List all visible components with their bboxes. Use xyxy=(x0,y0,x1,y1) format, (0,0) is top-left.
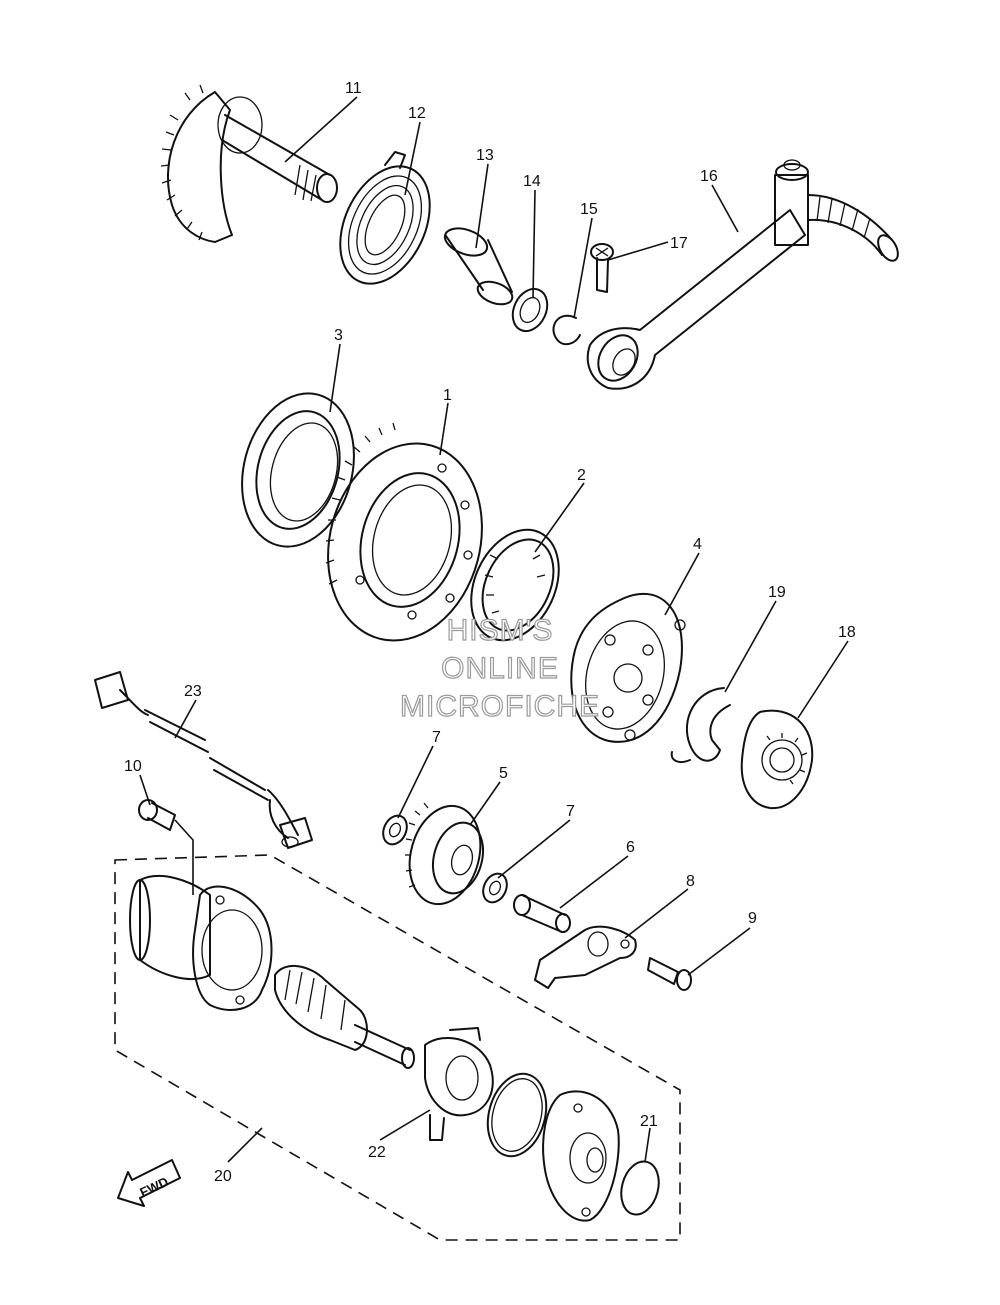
callout-4: 4 xyxy=(693,536,702,553)
callout-21: 21 xyxy=(640,1113,658,1130)
callout-6: 6 xyxy=(626,839,635,856)
screw-part-10 xyxy=(138,799,176,831)
fwd-label: FWD xyxy=(137,1174,170,1200)
callout-20: 20 xyxy=(214,1168,232,1185)
callout-3: 3 xyxy=(334,327,343,344)
callout-7-lower: 7 xyxy=(566,803,575,820)
circlip-part-19 xyxy=(670,687,731,763)
callout-8: 8 xyxy=(686,873,695,890)
circlip-part-15 xyxy=(552,314,581,346)
forward-arrow: FWD xyxy=(117,1159,181,1207)
washer-part-7-upper xyxy=(382,814,408,846)
callout-22: 22 xyxy=(368,1144,386,1161)
callout-labels: 11 12 13 14 15 16 17 3 1 2 4 19 18 23 10… xyxy=(124,80,856,1185)
idle-gear-part-5 xyxy=(405,802,484,906)
callout-1: 1 xyxy=(443,387,452,404)
callout-11: 11 xyxy=(345,80,362,97)
clutch-plate-part-4 xyxy=(570,592,686,743)
callout-18: 18 xyxy=(838,624,856,641)
watermark-line-1: HISM'S xyxy=(447,614,554,647)
leader-lines xyxy=(139,96,849,1163)
bolt-part-9 xyxy=(647,957,692,991)
callout-13: 13 xyxy=(476,147,494,164)
bolt-part-17 xyxy=(590,243,614,293)
callout-5: 5 xyxy=(499,765,508,782)
ring-gear-part-1 xyxy=(325,422,483,642)
callout-14: 14 xyxy=(523,173,541,190)
callout-15: 15 xyxy=(580,201,598,218)
kick-crank-part-16 xyxy=(586,159,899,390)
callout-7-upper: 7 xyxy=(432,729,441,746)
watermark-line-3: MICROFICHE xyxy=(400,690,600,723)
washer-part-7-lower xyxy=(482,872,508,904)
callout-17: 17 xyxy=(670,235,688,252)
one-way-clutch-part-2 xyxy=(470,528,560,642)
collar-part-13 xyxy=(443,227,514,306)
seal-part-3 xyxy=(241,392,355,548)
callout-9: 9 xyxy=(748,910,757,927)
washer-part-14 xyxy=(511,287,549,333)
kick-spring-part-12 xyxy=(339,151,431,285)
starter-gear-part-18 xyxy=(740,709,814,810)
lead-wire-part-23 xyxy=(94,671,313,849)
watermark: HISM'S ONLINE MICROFICHE xyxy=(399,613,600,723)
callout-19: 19 xyxy=(768,584,786,601)
callout-16: 16 xyxy=(700,168,718,185)
shaft-part-6 xyxy=(513,894,571,933)
plate-part-8 xyxy=(534,925,637,989)
callout-12: 12 xyxy=(408,105,426,122)
watermark-line-2: ONLINE xyxy=(441,652,559,685)
callout-23: 23 xyxy=(184,683,202,700)
callout-10: 10 xyxy=(124,758,142,775)
callout-2: 2 xyxy=(577,467,586,484)
starter-motor-assembly-part-20 xyxy=(114,854,681,1241)
kick-shaft-part-11 xyxy=(160,84,338,243)
